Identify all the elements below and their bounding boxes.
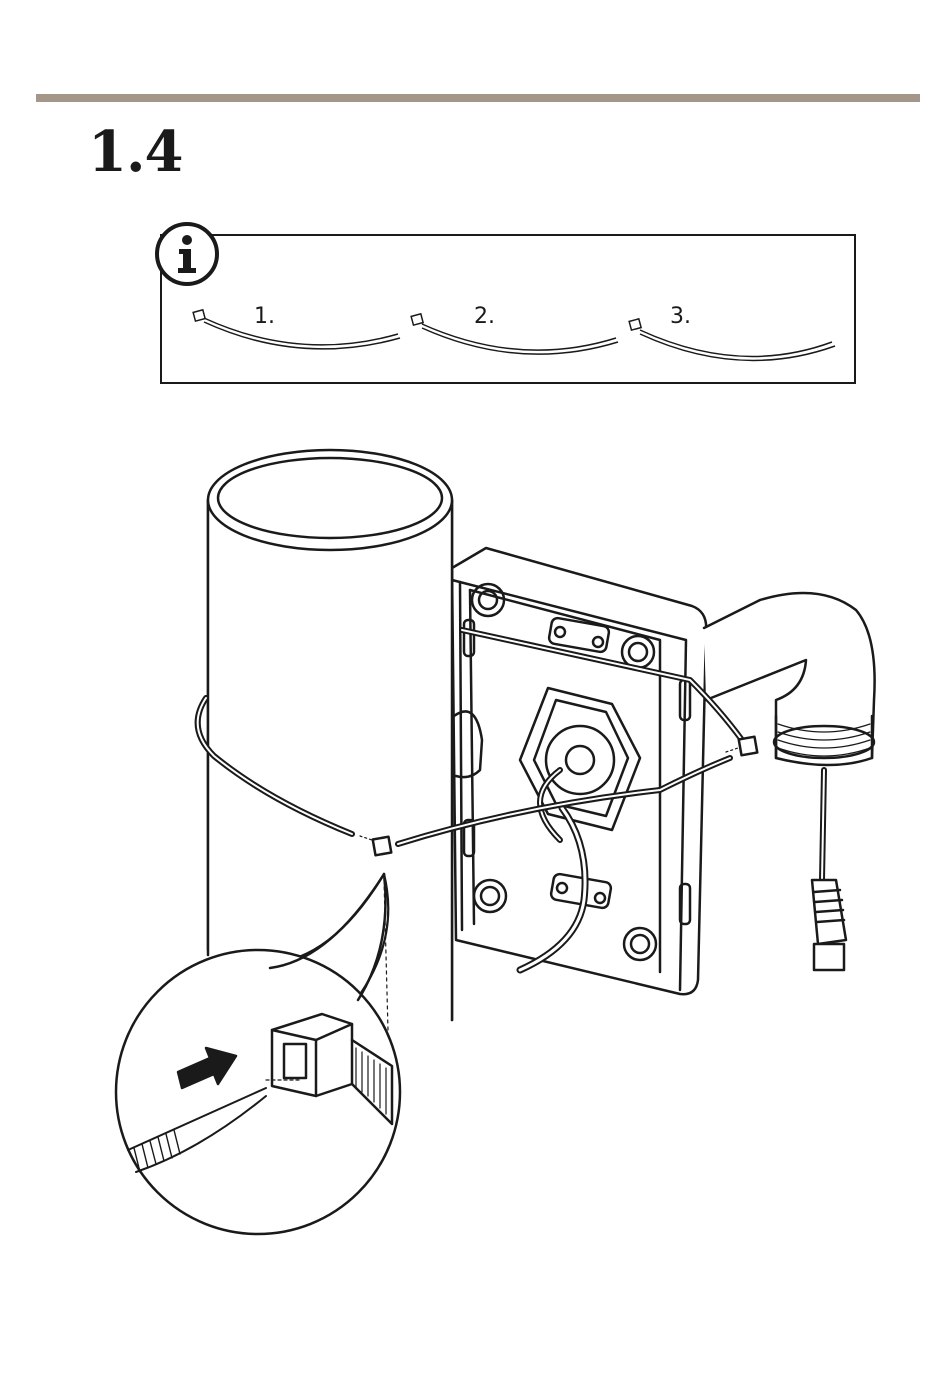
cable-tie-3 bbox=[629, 319, 835, 361]
cable-tie-2 bbox=[411, 314, 618, 354]
header-rule bbox=[36, 94, 920, 102]
step-number: 1.4 bbox=[88, 124, 182, 180]
cable-tie-1 bbox=[193, 310, 400, 349]
installation-illustration bbox=[0, 420, 950, 1320]
conduit-elbow bbox=[704, 593, 875, 765]
step-label-1: 1. bbox=[254, 306, 275, 328]
step-label-3: 3. bbox=[670, 306, 691, 328]
pole bbox=[208, 450, 452, 1020]
mounting-bracket bbox=[452, 548, 706, 994]
step-label-2: 2. bbox=[474, 306, 495, 328]
